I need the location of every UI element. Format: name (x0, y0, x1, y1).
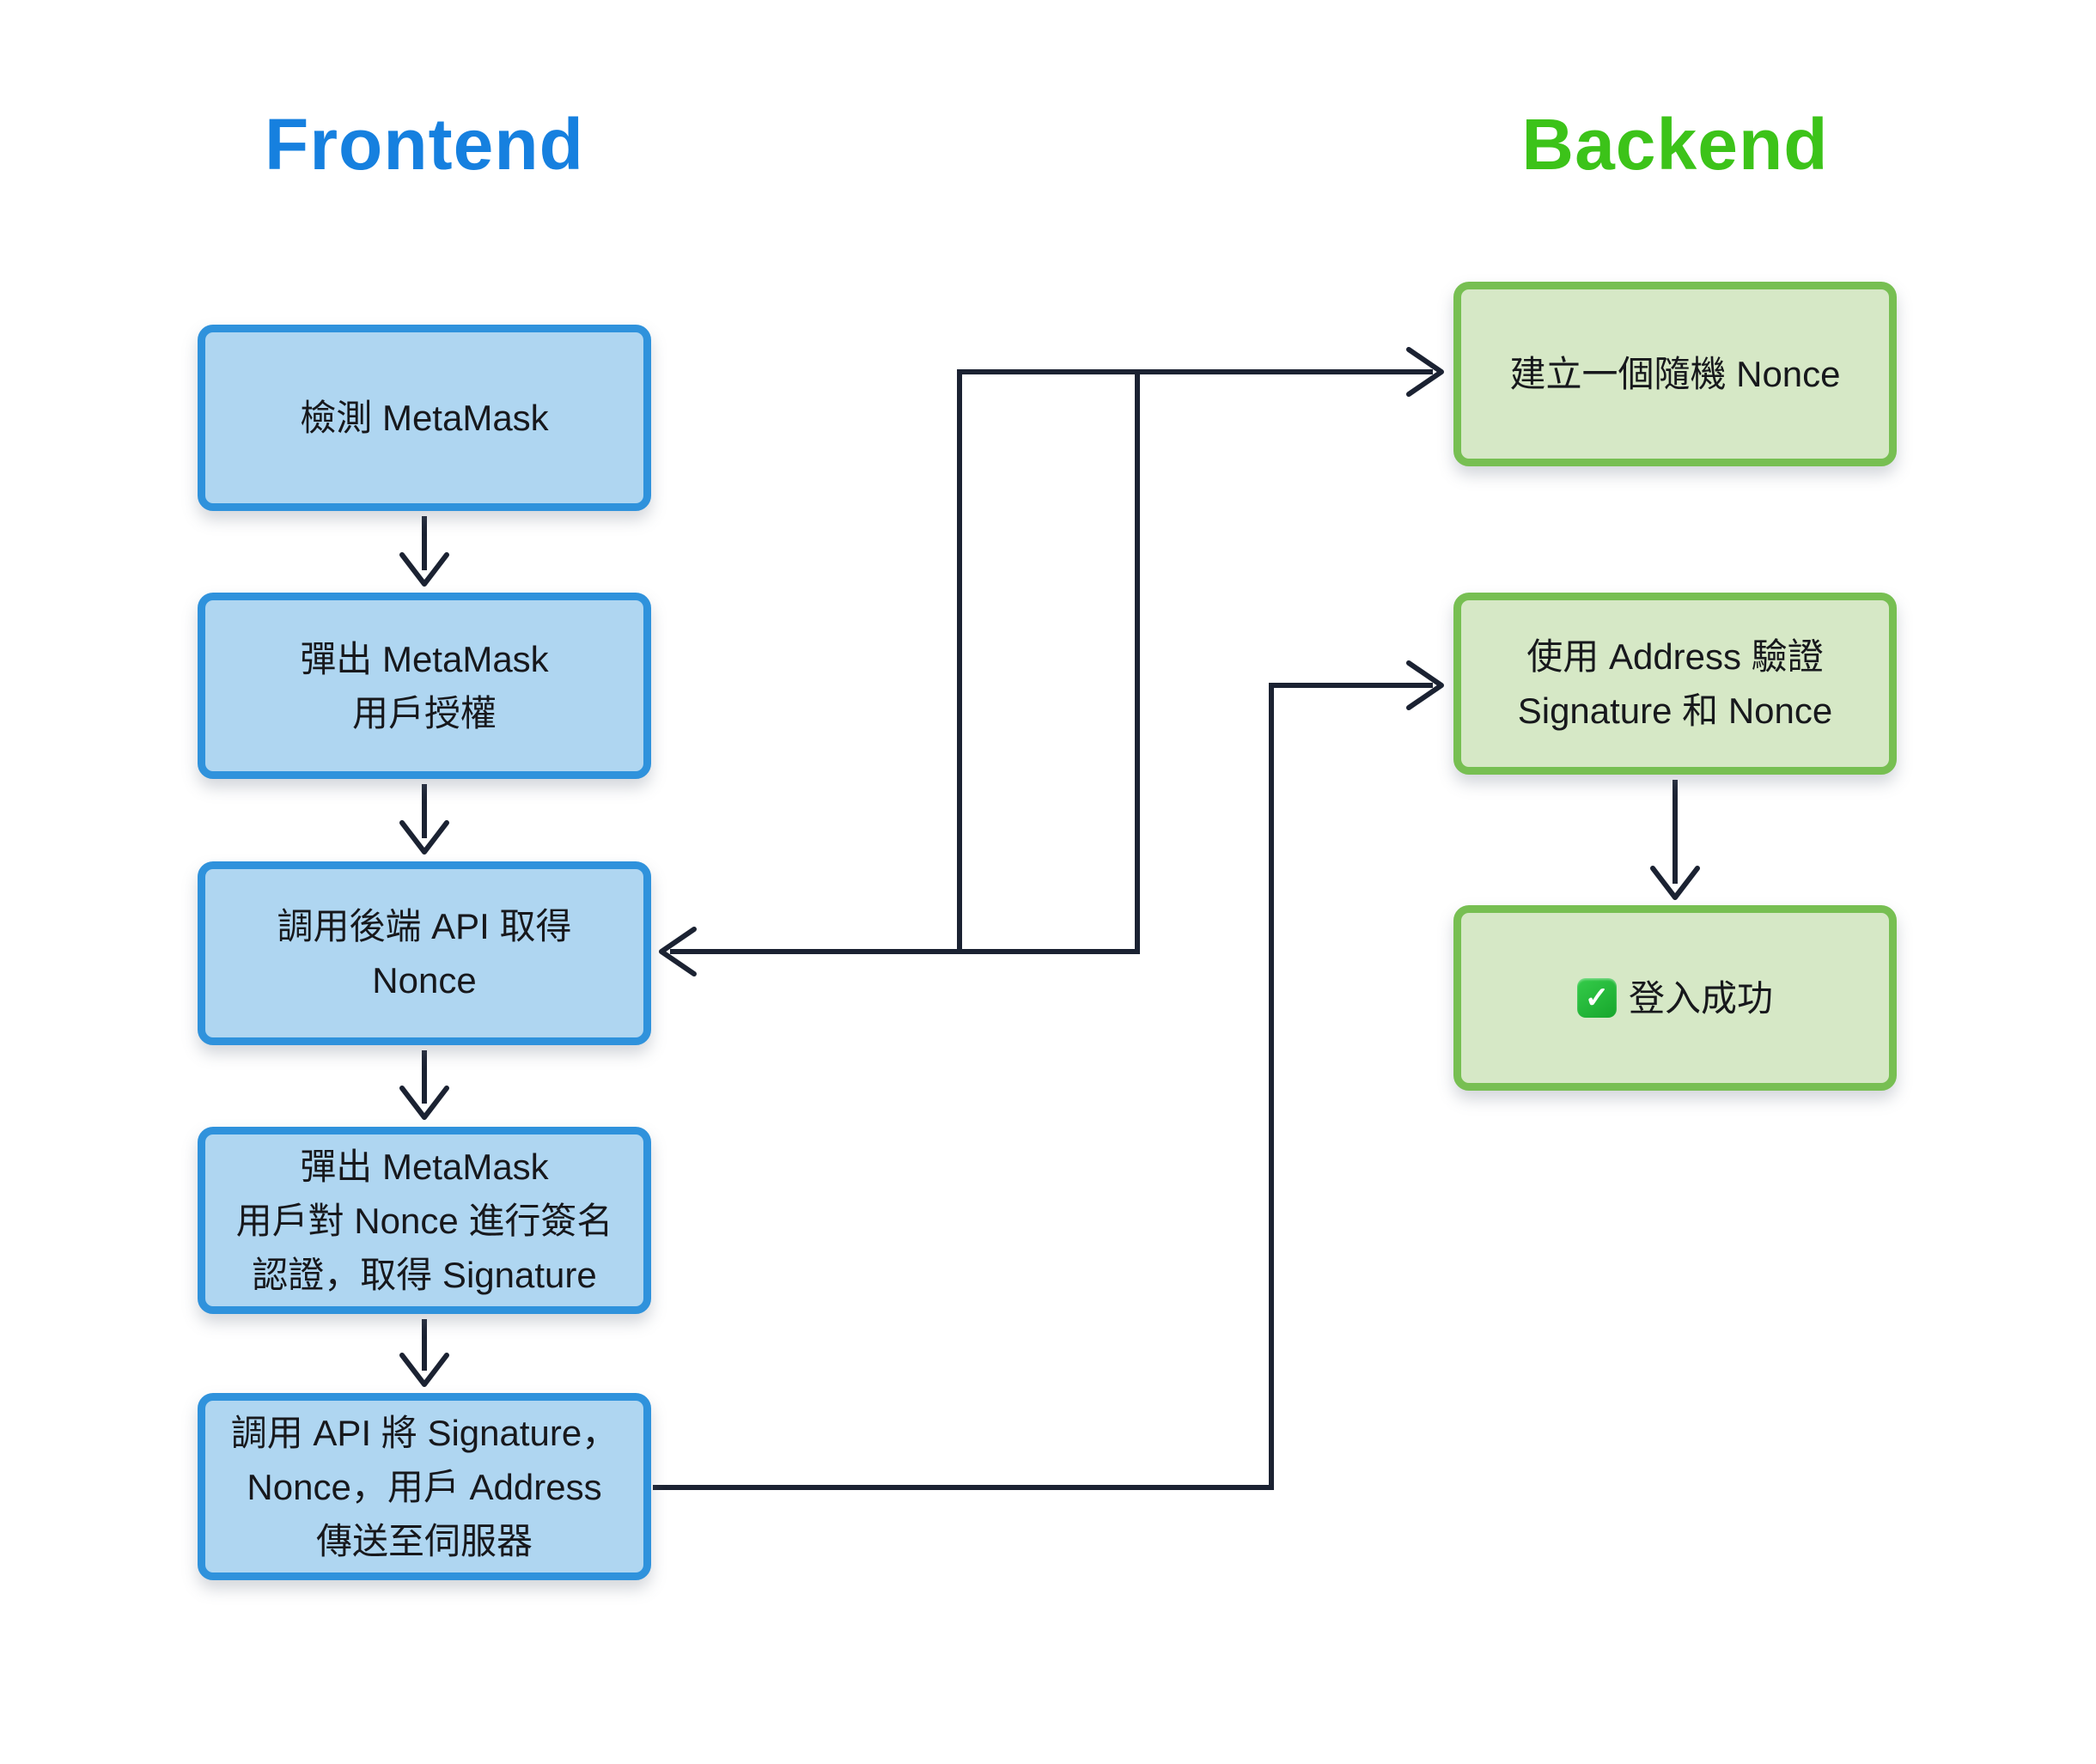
node-call-api-nonce: 調用後端 API 取得 Nonce (198, 861, 651, 1045)
backend-column-title: Backend (1521, 104, 1829, 185)
login-success-row: ✓ 登入成功 (1576, 971, 1773, 1025)
node-send-to-server: 調用 API 將 Signature， Nonce，用戶 Address 傳送至… (198, 1393, 651, 1580)
arrowhead-into-verify (1406, 660, 1444, 710)
arrowhead-verify-to-success (1650, 866, 1700, 900)
node-detect-metamask: 檢測 MetaMask (198, 325, 651, 511)
edge-call-api-to-create-nonce (957, 369, 1433, 950)
node-label: 建立一個隨機 Nonce (1509, 354, 1841, 394)
arrowhead-popup-to-call-api (399, 820, 449, 855)
node-sign-nonce: 彈出 MetaMask 用戶對 Nonce 進行簽名 認證，取得 Signatu… (198, 1127, 651, 1314)
node-label: 彈出 MetaMask 用戶授權 (300, 638, 549, 733)
frontend-column-title: Frontend (265, 104, 584, 185)
arrowhead-detect-to-popup (399, 552, 449, 587)
node-label: 檢測 MetaMask (300, 398, 549, 438)
arrowhead-into-create-nonce (1406, 347, 1444, 397)
node-label: 彈出 MetaMask 用戶對 Nonce 進行簽名 認證，取得 Signatu… (235, 1146, 613, 1295)
edge-create-nonce-to-call-api (670, 374, 1140, 954)
node-label: 調用 API 將 Signature， Nonce，用戶 Address 傳送至… (230, 1412, 618, 1561)
node-label: 調用後端 API 取得 Nonce (277, 906, 572, 1001)
node-label: 使用 Address 驗證 Signature 和 Nonce (1517, 636, 1833, 731)
edge-send-to-verify (653, 683, 1433, 1490)
arrowhead-into-call-api (659, 927, 697, 976)
node-label: 登入成功 (1628, 977, 1773, 1019)
node-create-nonce: 建立一個隨機 Nonce (1453, 282, 1897, 466)
arrowhead-call-api-to-sign (399, 1086, 449, 1120)
node-verify-signature: 使用 Address 驗證 Signature 和 Nonce (1453, 593, 1897, 775)
check-mark-icon: ✓ (1576, 978, 1617, 1018)
node-popup-authorize: 彈出 MetaMask 用戶授權 (198, 593, 651, 779)
node-login-success: ✓ 登入成功 (1453, 905, 1897, 1091)
arrowhead-sign-to-send (399, 1353, 449, 1387)
